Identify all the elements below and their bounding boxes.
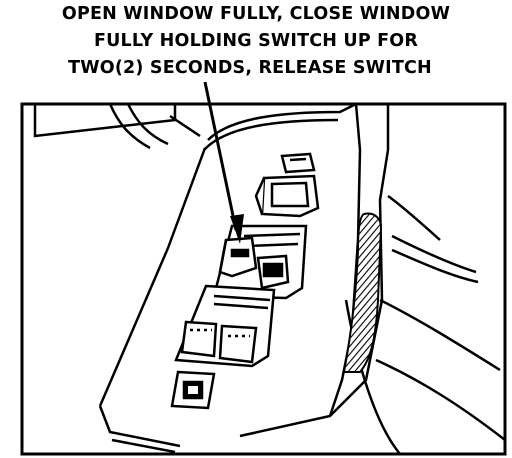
- rear-right-window-switch: [218, 324, 258, 364]
- door-lock-switch: [254, 152, 320, 218]
- window-lock-button: [170, 370, 216, 410]
- instruction-line-2: FULLY HOLDING SWITCH UP FOR: [93, 31, 419, 51]
- rear-left-window-switch: [180, 320, 218, 358]
- weather-seal-strip: [342, 212, 383, 373]
- instruction-line-3: TWO(2) SECONDS, RELEASE SWITCH: [68, 58, 432, 78]
- instruction-line-1: OPEN WINDOW FULLY, CLOSE WINDOW: [61, 4, 451, 24]
- passenger-window-switch: [256, 254, 290, 290]
- driver-auto-window-switch: [218, 236, 258, 278]
- door-upper-trim: [33, 103, 201, 150]
- callout-arrow: [203, 81, 244, 244]
- illustration-frame: [20, 102, 507, 456]
